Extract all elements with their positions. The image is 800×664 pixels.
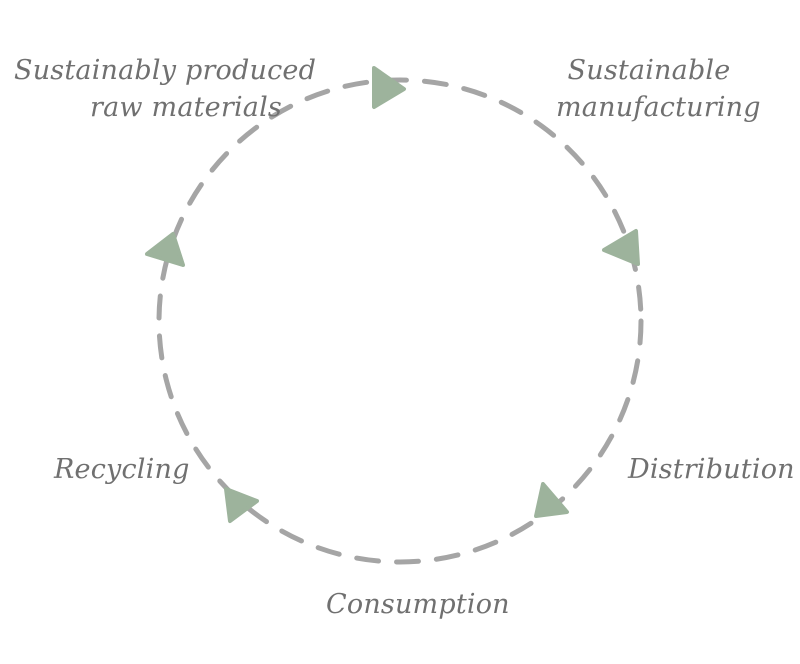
arrow-bottom-right-icon bbox=[534, 482, 569, 518]
dashed-cycle-ring bbox=[156, 77, 644, 565]
stage-label-line: Distribution bbox=[628, 454, 795, 485]
stage-label-line: raw materials bbox=[90, 92, 282, 123]
stage-label-raw-materials: Sustainably produced raw materials bbox=[14, 52, 317, 126]
arrow-right-icon bbox=[602, 229, 640, 266]
stage-label-line: Sustainably produced bbox=[14, 55, 317, 86]
arrow-bottom-left-icon bbox=[224, 487, 259, 523]
stage-label-line: manufacturing bbox=[556, 92, 761, 123]
stage-label-manufacturing: Sustainable manufacturing bbox=[556, 52, 761, 126]
stage-label-line: Consumption bbox=[326, 589, 510, 620]
stage-label-distribution: Distribution bbox=[628, 451, 795, 488]
arrow-left-icon bbox=[145, 232, 185, 267]
stage-label-line: Recycling bbox=[54, 454, 190, 485]
stage-label-recycling: Recycling bbox=[54, 451, 190, 488]
stage-label-line: Sustainable bbox=[567, 55, 731, 86]
arrow-top-icon bbox=[372, 66, 406, 109]
stage-label-consumption: Consumption bbox=[326, 586, 510, 623]
